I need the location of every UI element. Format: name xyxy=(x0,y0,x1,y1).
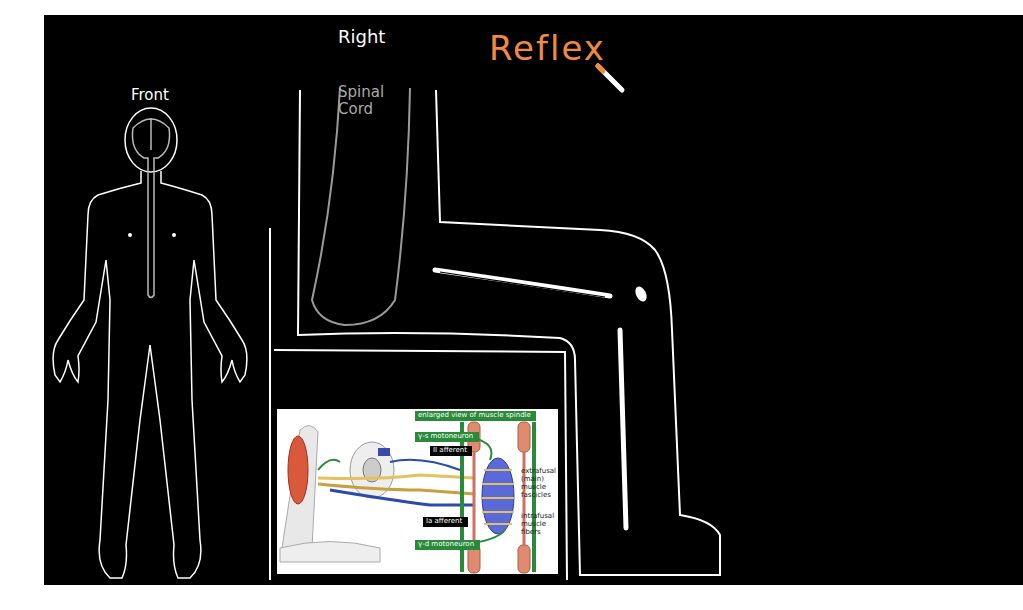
part-label: Spinal Cord xyxy=(338,84,398,119)
label-box: II afferent xyxy=(430,446,472,456)
label-band: γ-d motoneuron xyxy=(415,540,480,550)
label-band: γ-s motoneuron xyxy=(415,432,479,442)
title: Reflex xyxy=(489,28,606,68)
view-label: Right xyxy=(338,26,385,47)
label-text: II afferent xyxy=(433,447,469,455)
label-text: γ-s motoneuron xyxy=(418,433,476,441)
label-text: γ-d motoneuron xyxy=(418,541,477,549)
label-box: Ia afferent xyxy=(423,517,468,527)
part-label: intrafusal muscle fibers xyxy=(521,512,555,536)
label-band: enlarged view of muscle spindle xyxy=(415,411,536,421)
label-text: enlarged view of muscle spindle xyxy=(418,412,533,420)
label-text: Ia afferent xyxy=(426,518,465,526)
part-label: extrafusal (main) muscle fascicles xyxy=(521,467,555,499)
view-label: Front xyxy=(131,86,169,104)
